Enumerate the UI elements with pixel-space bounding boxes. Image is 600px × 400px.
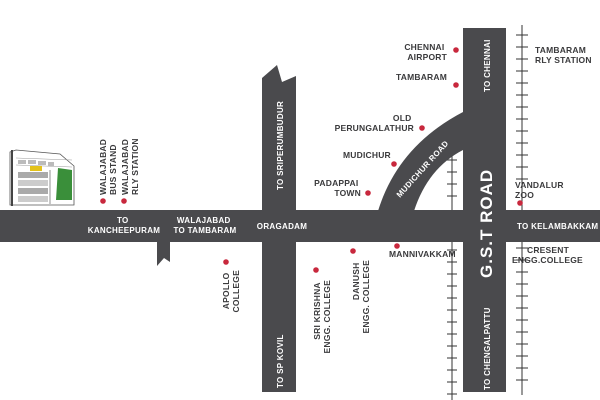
to-sriperumbudur-label: TO SRIPERUMBUDUR: [276, 101, 285, 190]
danush-label: DANUSH ENGG. COLLEGE: [351, 260, 371, 334]
sriperumbudur-road: [262, 65, 296, 392]
to-sp-kovil-label: TO SP KOVIL: [276, 334, 285, 388]
railway-line-east: [516, 25, 528, 395]
landmarks: CHENNAI AIRPORT TAMBARAM TAMBARAM RLY ST…: [98, 42, 592, 354]
tambaram-label: TAMBARAM: [396, 72, 447, 82]
to-chengalpattu-label: TO CHENGALPATTU: [483, 307, 492, 390]
chennai-airport-marker: [453, 47, 459, 53]
to-kelambakkam-label: TO KELAMBAKKAM: [517, 222, 598, 231]
old-perungalathur-label: OLD PERUNGALATHUR: [335, 113, 414, 133]
apollo-marker: [223, 259, 229, 265]
chennai-airport-label: CHENNAI AIRPORT: [404, 42, 447, 62]
tambaram-rly-label: TAMBARAM RLY STATION: [535, 45, 592, 65]
site-layout-plan-icon: [9, 149, 75, 206]
railway-line-west: [447, 150, 457, 400]
sri-krishna-marker: [313, 267, 319, 273]
padappai-marker: [365, 190, 371, 196]
walajabad-bus-label: WALAJABAD BUS STAND: [98, 136, 118, 195]
gst-road: [463, 28, 506, 392]
mannivakkam-marker: [394, 243, 400, 249]
to-chennai-label: TO CHENNAI: [483, 39, 492, 92]
road-stub: [157, 242, 170, 266]
apollo-label: APOLLO COLLEGE: [221, 270, 241, 313]
padappai-label: PADAPPAI TOWN: [314, 178, 361, 198]
vandalur-zoo-label: VANDALUR ZOO: [515, 180, 566, 200]
oragadam-label: ORAGADAM: [257, 222, 307, 231]
walajabad-bus-marker: [100, 198, 106, 204]
mudichur-road: [378, 112, 463, 211]
walajabad-tambaram-label: WALAJABAD TO TAMBARAM: [174, 216, 237, 235]
mudichur-label: MUDICHUR: [343, 150, 391, 160]
roads: [0, 28, 600, 392]
gst-road-label: G.S.T ROAD: [477, 169, 496, 278]
walajabad-rly-marker: [121, 198, 127, 204]
tambaram-marker: [453, 82, 459, 88]
to-kancheepuram-label: TO KANCHEEPURAM: [88, 216, 161, 235]
walajabad-rly-label: WALAJABAD RLY STATION: [120, 136, 140, 195]
mannivakkam-label: MANNIVAKKAM: [389, 249, 456, 259]
danush-marker: [350, 248, 356, 254]
sri-krishna-label: SRI KRISHNA ENGG. COLLEGE: [312, 280, 332, 354]
cresent-label: CRESENT ENGG.COLLEGE: [512, 245, 583, 265]
mudichur-marker: [391, 161, 397, 167]
vandalur-zoo-marker: [517, 200, 523, 206]
old-perungalathur-marker: [419, 125, 425, 131]
